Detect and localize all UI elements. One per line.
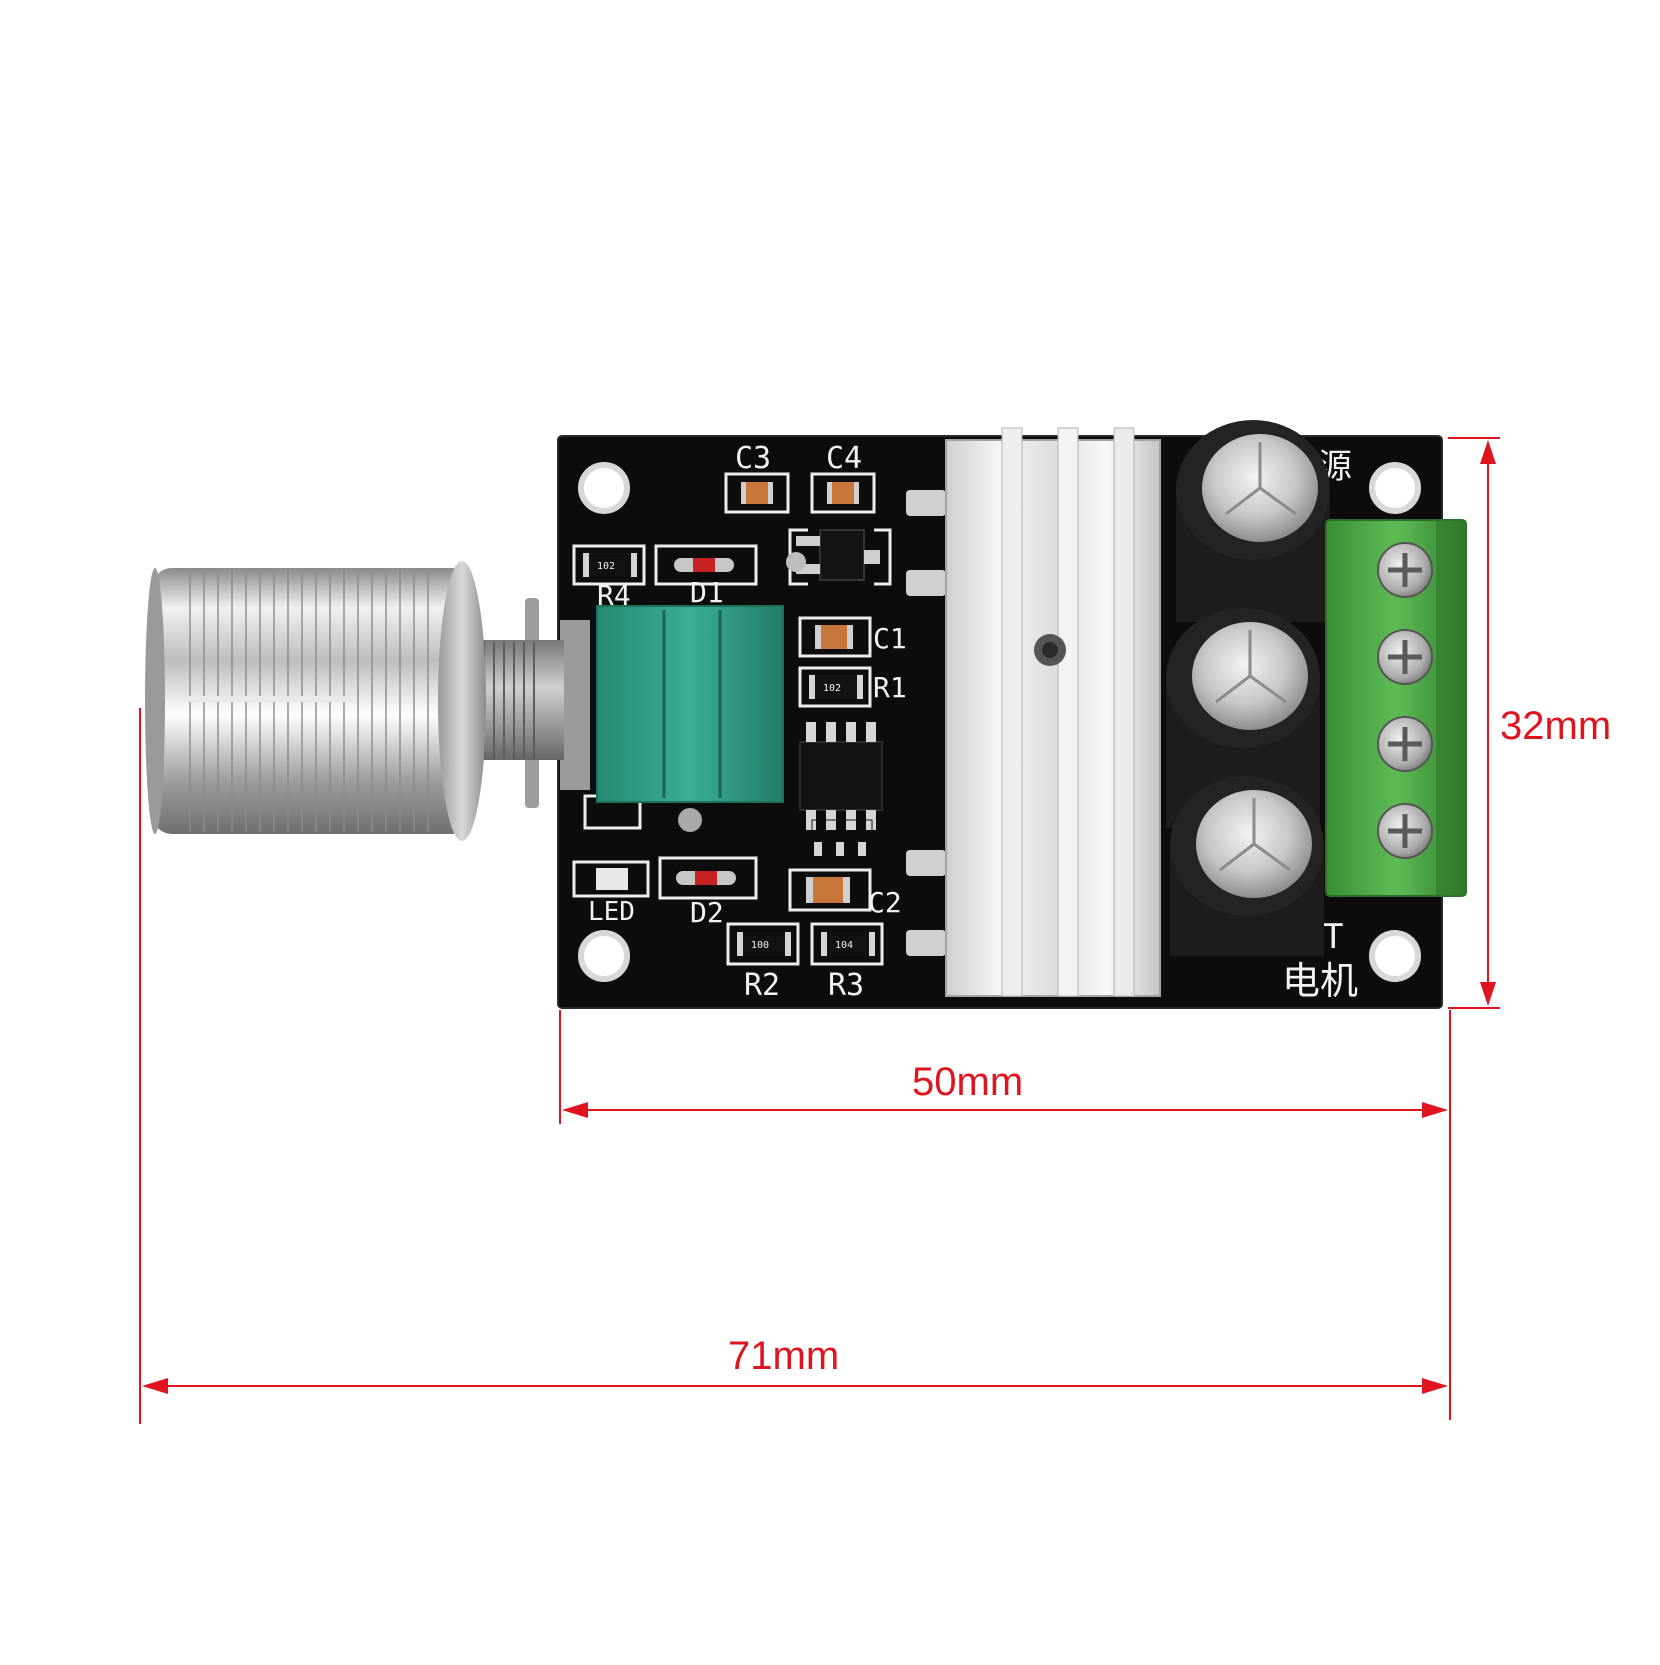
silkscreen-labels: C3 C4 R4 D1 C1 R1 LED D2 C2 R2 R3 源 OUT …: [588, 441, 1358, 1003]
code-r2: 100: [751, 940, 769, 951]
smd-components: [572, 472, 946, 966]
dimension-label-height: 32mm: [1500, 704, 1612, 748]
label-c3: C3: [735, 441, 771, 476]
label-r1: R1: [873, 671, 907, 704]
dimension-label-total-width: 71mm: [728, 1334, 840, 1378]
label-d2: D2: [690, 896, 724, 929]
screw-terminal-block: [1325, 519, 1467, 897]
dimension-label-board-width: 50mm: [912, 1060, 1024, 1104]
label-led: LED: [588, 897, 635, 927]
heatsink: [945, 427, 1161, 997]
label-r2: R2: [744, 968, 780, 1003]
dimension-lines: [139, 437, 1500, 1424]
label-c2: C2: [868, 886, 902, 919]
speed-knob: [145, 561, 486, 841]
label-motor: 电机: [1282, 959, 1358, 1003]
knob-shaft: [474, 598, 564, 808]
code-r3: 104: [835, 940, 853, 951]
electrolytic-capacitors: [1166, 420, 1330, 956]
code-r4: 102: [597, 561, 615, 572]
potentiometer: [560, 605, 784, 832]
label-d1: D1: [690, 576, 724, 609]
label-c1: C1: [873, 622, 907, 655]
label-r3: R3: [828, 968, 864, 1003]
label-c4: C4: [826, 441, 862, 476]
code-r1: 102: [823, 683, 841, 694]
